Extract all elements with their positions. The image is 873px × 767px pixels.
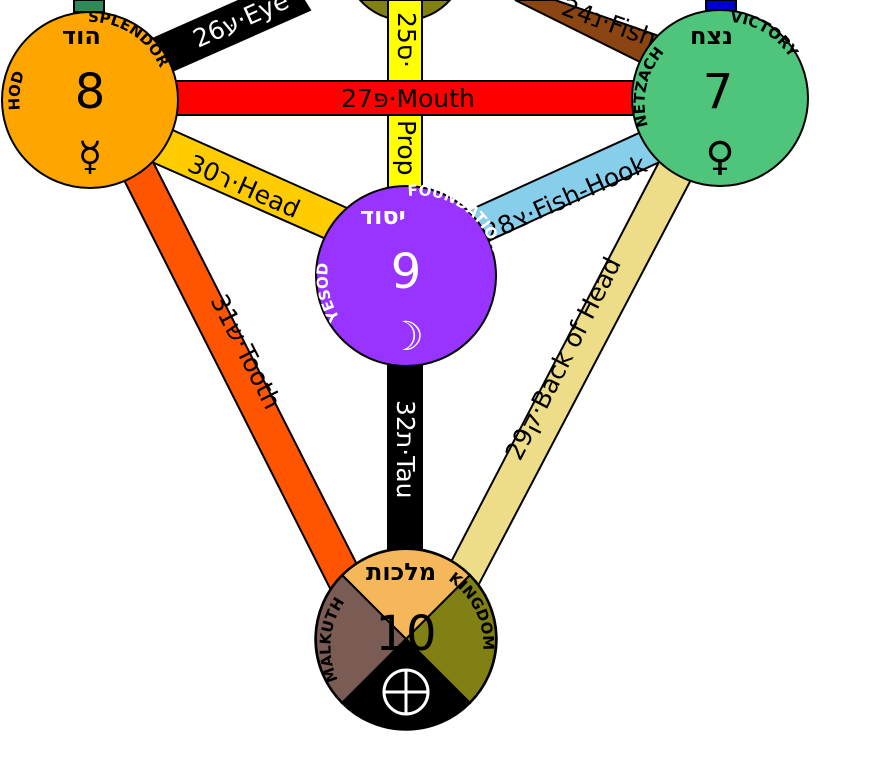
path-27-label: 27פּ·Mouth xyxy=(341,84,475,113)
path-25-label: 25ס· xyxy=(392,12,421,68)
path-29-label: 29ק·Back of Head xyxy=(500,252,627,464)
moon-icon: ☽ xyxy=(388,314,424,360)
netzach-number: 7 xyxy=(703,64,734,120)
sephirah-hod[interactable]: HOD SPLENDOR הוד 8 ☿ xyxy=(1,8,179,189)
svg-text:HOD: HOD xyxy=(5,69,28,111)
path-25-prop-label: Prop xyxy=(392,120,421,176)
hod-number: 8 xyxy=(75,64,106,120)
hod-hebrew-label: הוד xyxy=(62,22,101,50)
venus-icon: ♀ xyxy=(705,134,734,180)
sephirah-netzach[interactable]: NETZACH VICTORY נצח 7 ♀ xyxy=(630,8,809,187)
hod-name-label: HOD xyxy=(5,69,28,111)
netzach-hebrew-label: נצח xyxy=(690,22,733,50)
path-32: 32ת·Tau xyxy=(387,349,423,581)
sephirah-yesod[interactable]: YESOD FOUNDATION יסוד 9 ☽ xyxy=(313,181,507,367)
earth-icon xyxy=(382,668,430,716)
yesod-hebrew-label: יסוד xyxy=(360,202,406,230)
malkuth-hebrew-label: מלכות xyxy=(366,558,436,586)
mercury-icon: ☿ xyxy=(78,134,103,180)
path-26-label: 26עּ·Eye xyxy=(189,0,293,53)
path-27: 27פּ·Mouth xyxy=(159,80,651,116)
path-26: 26עּ·Eye xyxy=(148,0,312,74)
yesod-number: 9 xyxy=(391,244,422,300)
malkuth-number: 10 xyxy=(375,606,436,662)
sephirah-malkuth[interactable]: MALKUTH KINGDOM מלכות 10 xyxy=(314,547,498,731)
path-32-label: 32ת·Tau xyxy=(391,400,420,499)
